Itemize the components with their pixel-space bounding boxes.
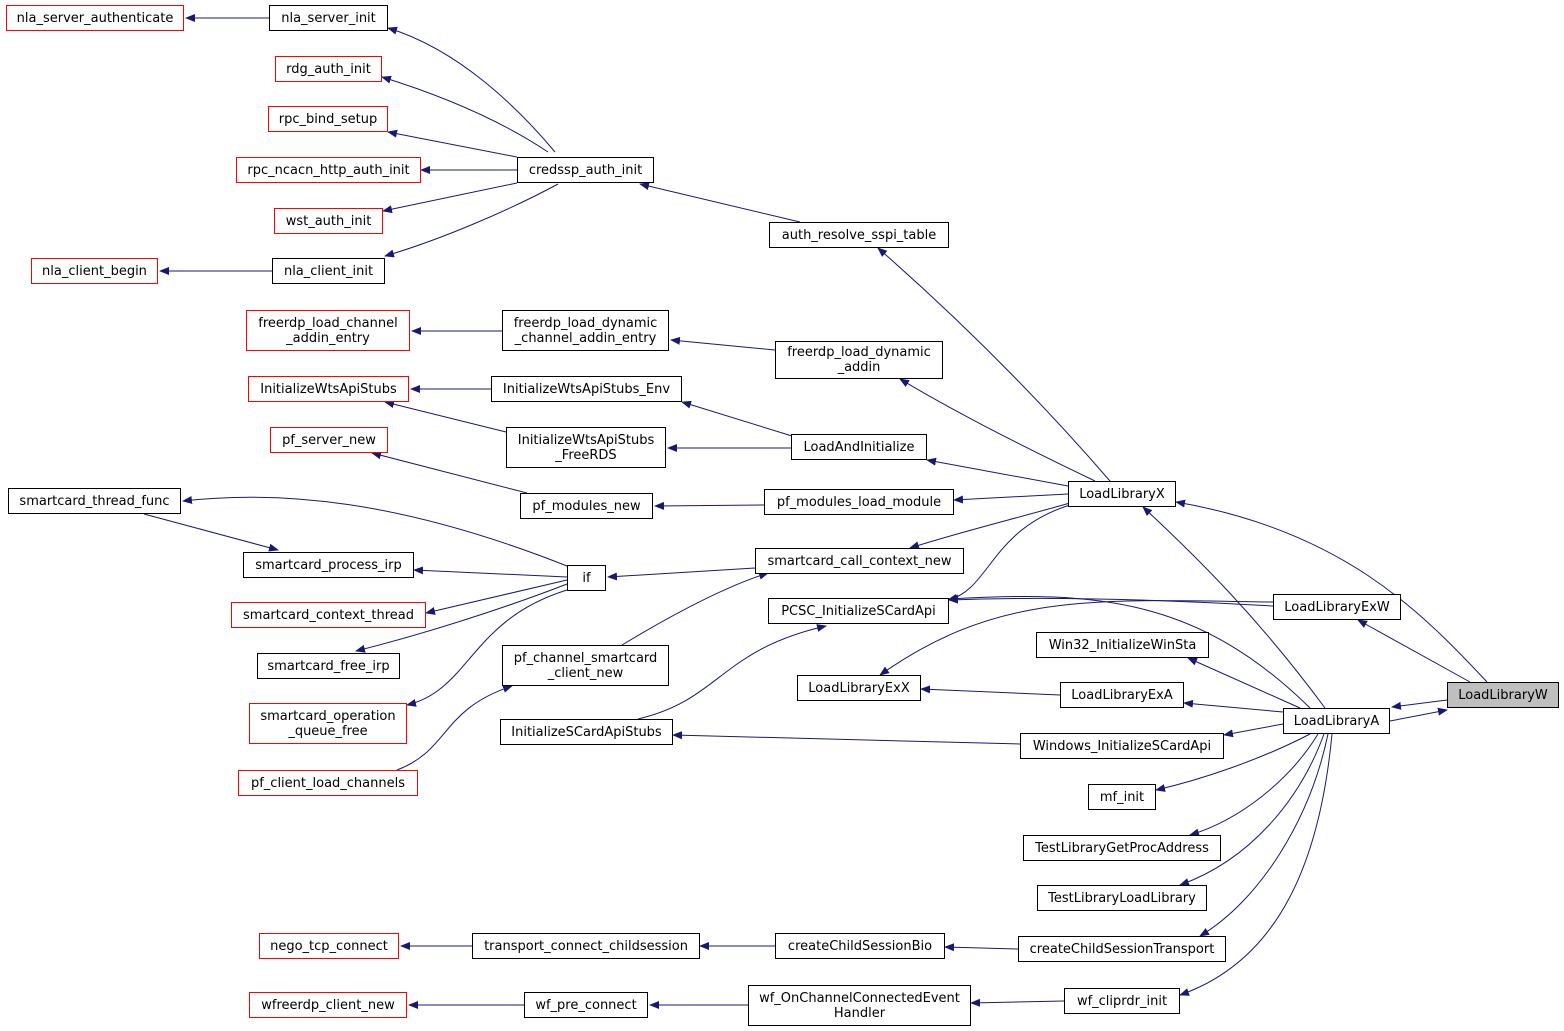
edge-pf-modules-new-to-pf-server-new xyxy=(371,451,528,494)
node-loadlibraryexa[interactable]: LoadLibraryExA xyxy=(1060,682,1184,708)
node-loadlibraryw: LoadLibraryW xyxy=(1447,682,1559,708)
node-win32-initializewinsta[interactable]: Win32_InitializeWinSta xyxy=(1036,632,1209,658)
edge-pf-modules-load-module-to-pf-modules-new xyxy=(654,501,765,510)
node-rpc-bind-setup[interactable]: rpc_bind_setup xyxy=(268,106,388,132)
edge-if-to-smartcard-free-irp xyxy=(355,583,568,653)
edge-loadlibraryx-to-pcsc-initializescardapi xyxy=(947,504,1071,602)
node-freerdp-load-dynamic-addin[interactable]: freerdp_load_dynamic _addin xyxy=(775,341,943,379)
edge-pf-channel-smartcard-client-new-to-smartcard-call-context-new xyxy=(621,571,769,646)
edge-createchildsessiontransport-to-createchildsessionbio xyxy=(944,943,1019,952)
edge-credssp-auth-init-to-nla-client-init xyxy=(384,183,559,258)
node-nla-client-init[interactable]: nla_client_init xyxy=(272,258,385,284)
node-nla-server-authenticate[interactable]: nla_server_authenticate xyxy=(6,5,184,31)
edge-credssp-auth-init-to-wst-auth-init xyxy=(382,182,518,214)
node-smartcard-call-context-new[interactable]: smartcard_call_context_new xyxy=(755,548,964,574)
edge-loadlibraryx-to-auth-resolve-sspi-table xyxy=(877,247,1111,482)
edge-windows-initializescardapi-to-initializescardapistubs xyxy=(672,731,1021,745)
node-pf-modules-load-module[interactable]: pf_modules_load_module xyxy=(764,489,954,515)
node-wf-cliprdr-init[interactable]: wf_cliprdr_init xyxy=(1064,988,1180,1014)
edge-if-to-smartcard-thread-func xyxy=(182,496,568,567)
node-wst-auth-init[interactable]: wst_auth_init xyxy=(274,208,383,234)
node-credssp-auth-init[interactable]: credssp_auth_init xyxy=(517,157,654,183)
node-smartcard-free-irp[interactable]: smartcard_free_irp xyxy=(257,653,400,679)
node-smartcard-process-irp[interactable]: smartcard_process_irp xyxy=(243,552,414,578)
node-smartcard-thread-func[interactable]: smartcard_thread_func xyxy=(8,488,181,514)
node-initializewtsapistubs[interactable]: InitializeWtsApiStubs xyxy=(248,376,409,402)
edge-initializewtsapistubs-freerds-to-initializewtsapistubs xyxy=(384,400,507,433)
edge-loadlibrarya-to-windows-initializescardapi xyxy=(1223,723,1284,738)
edge-credssp-auth-init-to-nla-server-init xyxy=(387,26,556,153)
node-freerdp-load-dynamic-channel-addin-entry[interactable]: freerdp_load_dynamic _channel_addin_entr… xyxy=(502,310,669,351)
node-wf-pre-connect[interactable]: wf_pre_connect xyxy=(524,992,648,1018)
edge-loadlibraryexa-to-loadlibraryexx xyxy=(920,685,1061,696)
node-loadlibraryexw[interactable]: LoadLibraryExW xyxy=(1273,594,1401,620)
edge-loadlibraryw-to-loadlibraryx xyxy=(1175,499,1488,683)
edge-if-to-smartcard-process-irp xyxy=(413,566,568,578)
edge-loadlibrarya-to-wf-cliprdr-init xyxy=(1179,733,1333,996)
node-nla-server-init[interactable]: nla_server_init xyxy=(269,5,388,31)
node-createchildsessionbio[interactable]: createChildSessionBio xyxy=(775,933,945,959)
edge-loadlibrarya-to-win32-initializewinsta xyxy=(1187,657,1301,709)
node-initializewtsapistubs-env[interactable]: InitializeWtsApiStubs_Env xyxy=(491,376,682,402)
edge-initializescardapistubs-to-pcsc-initializescardapi xyxy=(637,624,827,720)
node-nla-client-begin[interactable]: nla_client_begin xyxy=(31,258,158,284)
node-loadlibrarya[interactable]: LoadLibraryA xyxy=(1283,708,1390,734)
node-pf-modules-new[interactable]: pf_modules_new xyxy=(520,493,653,519)
edge-loadlibraryx-to-freerdp-load-dynamic-addin xyxy=(899,378,1096,482)
node-if[interactable]: if xyxy=(567,565,606,591)
node-testlibraryloadlibrary[interactable]: TestLibraryLoadLibrary xyxy=(1037,885,1207,911)
edge-loadlibraryw-to-loadlibraryexw xyxy=(1357,619,1471,683)
node-pf-server-new[interactable]: pf_server_new xyxy=(270,427,388,453)
node-pf-client-load-channels[interactable]: pf_client_load_channels xyxy=(238,770,418,796)
edge-loadlibraryexw-to-pcsc-initializescardapi xyxy=(948,595,1274,607)
node-smartcard-context-thread[interactable]: smartcard_context_thread xyxy=(231,602,426,628)
node-wf-onchannelconnectedeventhandler[interactable]: wf_OnChannelConnectedEvent Handler xyxy=(748,985,971,1026)
edge-loadlibrarya-to-loadlibraryexa xyxy=(1183,699,1284,713)
node-initializescardapistubs[interactable]: InitializeSCardApiStubs xyxy=(500,719,673,745)
node-mf-init[interactable]: mf_init xyxy=(1088,784,1156,810)
node-pcsc-initializescardapi[interactable]: PCSC_InitializeSCardApi xyxy=(768,598,949,624)
node-loadandinitialize[interactable]: LoadAndInitialize xyxy=(791,434,927,460)
node-nego-tcp-connect[interactable]: nego_tcp_connect xyxy=(259,933,399,959)
edge-credssp-auth-init-to-rdg-auth-init xyxy=(381,75,549,153)
edge-loadlibrarya-to-testlibrarygetprocaddress xyxy=(1189,733,1319,837)
edge-loadlibraryx-to-smartcard-call-context-new xyxy=(909,502,1071,550)
edge-if-to-smartcard-operation-queue-free xyxy=(406,589,568,707)
edge-loadandinitialize-to-initializewtsapistubs-env xyxy=(681,400,793,437)
node-rdg-auth-init[interactable]: rdg_auth_init xyxy=(275,56,382,82)
edge-freerdp-load-dynamic-addin-to-dynamic-channel-addin-entry xyxy=(670,336,776,351)
edge-loadlibrarya-to-testlibraryloadlibrary xyxy=(1179,733,1325,886)
edge-wf-cliprdr-init-to-wf-onchannelconnectedeventhandler xyxy=(970,998,1065,1007)
edge-loadlibrarya-to-pcsc-initializescardapi xyxy=(948,594,1311,709)
node-testlibrarygetprocaddress[interactable]: TestLibraryGetProcAddress xyxy=(1023,835,1221,861)
node-smartcard-operation-queue-free[interactable]: smartcard_operation _queue_free xyxy=(249,703,407,744)
edge-smartcard-thread-func-to-smartcard-process-irp xyxy=(143,513,279,552)
node-createchildsessiontransport[interactable]: createChildSessionTransport xyxy=(1018,936,1226,962)
node-auth-resolve-sspi-table[interactable]: auth_resolve_sspi_table xyxy=(769,222,949,248)
node-rpc-ncacn-http-auth-init[interactable]: rpc_ncacn_http_auth_init xyxy=(236,157,421,183)
edge-auth-resolve-sspi-table-to-credssp-auth-init xyxy=(639,182,801,223)
edge-loadlibrarya-to-createchildsessiontransport xyxy=(1199,733,1329,937)
edge-credssp-auth-init-to-rpc-bind-setup xyxy=(387,129,518,158)
edge-loadlibraryw-to-loadlibrarya xyxy=(1391,699,1448,710)
node-loadlibraryx[interactable]: LoadLibraryX xyxy=(1068,481,1176,507)
edge-loadlibrarya-to-mf-init xyxy=(1155,733,1311,792)
node-wfreerdp-client-new[interactable]: wfreerdp_client_new xyxy=(249,992,407,1018)
edge-pf-client-load-channels-to-pf-channel-smartcard-client-new xyxy=(396,685,513,771)
node-pf-channel-smartcard-client-new[interactable]: pf_channel_smartcard _client_new xyxy=(502,645,669,686)
edge-smartcard-call-context-new-to-if xyxy=(607,567,756,581)
node-initializewtsapistubs-freerds[interactable]: InitializeWtsApiStubs _FreeRDS xyxy=(506,427,666,468)
node-windows-initializescardapi[interactable]: Windows_InitializeSCardApi xyxy=(1020,733,1224,759)
edge-loadlibraryexw-to-loadlibraryexx xyxy=(879,600,1274,676)
edge-loadlibrarya-to-loadlibraryw xyxy=(1389,707,1448,722)
node-transport-connect-childsession[interactable]: transport_connect_childsession xyxy=(472,933,700,959)
node-loadlibraryexx[interactable]: LoadLibraryExX xyxy=(797,675,921,701)
edge-if-to-smartcard-context-thread xyxy=(425,579,568,615)
edge-loadlibrarya-to-loadlibraryx xyxy=(1142,506,1326,709)
edge-loadlibraryx-to-pf-modules-load-module xyxy=(953,493,1069,504)
node-freerdp-load-channel-addin-entry[interactable]: freerdp_load_channel _addin_entry xyxy=(246,310,410,351)
edge-loadlibraryx-to-loadandinitialize xyxy=(926,457,1069,487)
